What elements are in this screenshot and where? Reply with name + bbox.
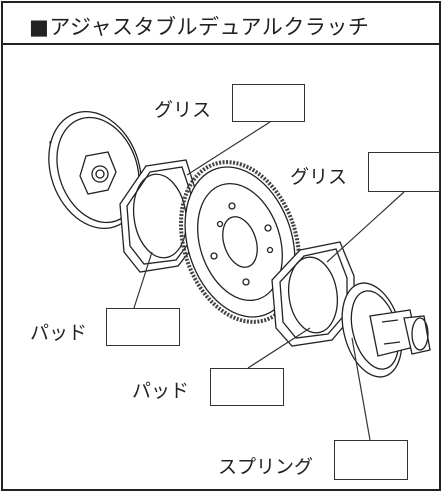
right-pad-part	[271, 241, 355, 347]
answer-box-grease-top[interactable]	[232, 84, 305, 122]
label-grease-top: グリス	[154, 99, 212, 121]
answer-box-pad-bottom[interactable]	[210, 368, 284, 406]
title-bar: ■アジャスタブルデュアルクラッチ	[1, 1, 441, 45]
page-title: ■アジャスタブルデュアルクラッチ	[29, 15, 370, 39]
label-pad-bottom: パッド	[132, 380, 190, 402]
label-grease-right: グリス	[290, 166, 348, 188]
answer-box-grease-right[interactable]	[368, 152, 440, 192]
answer-box-pad-left[interactable]	[106, 308, 180, 346]
leader-lines	[133, 121, 405, 441]
answer-box-spring[interactable]	[334, 440, 408, 480]
label-spring: スプリング	[218, 456, 314, 478]
diagram-frame	[1, 1, 441, 491]
label-pad-left: パッド	[30, 322, 88, 344]
left-outdrive-part	[48, 110, 142, 230]
right-outdrive-part	[341, 282, 431, 378]
spur-gear-part	[179, 160, 301, 324]
